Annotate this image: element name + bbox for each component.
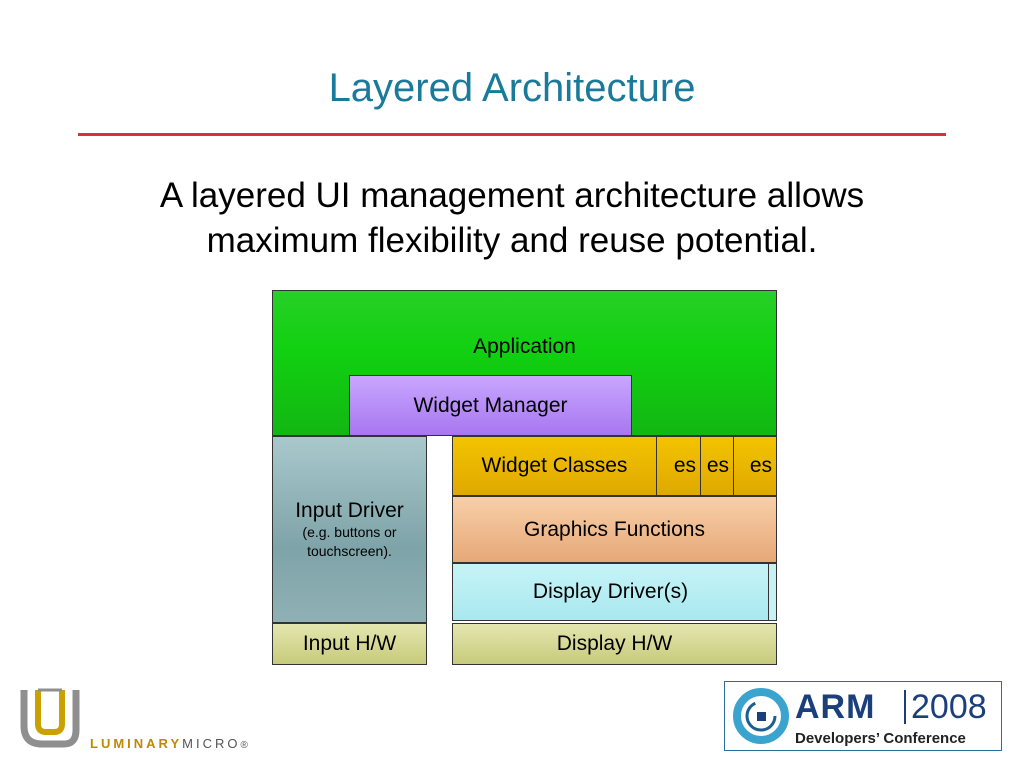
arm-conference-logo: ARM 2008 Developers’ Conference xyxy=(724,681,1002,751)
graphics-functions-layer: Graphics Functions xyxy=(452,496,777,563)
display-driver-label: Display Driver(s) xyxy=(532,580,689,603)
arm-wordmark: ARM xyxy=(795,688,876,726)
luminary-registered-mark: ® xyxy=(240,740,248,751)
display-hw-label: Display H/W xyxy=(556,632,673,655)
arm-ring-icon xyxy=(733,688,789,744)
arm-year: 2008 xyxy=(911,688,987,726)
luminary-logo-icon xyxy=(20,688,80,748)
widget-manager-layer: Widget Manager xyxy=(349,375,632,436)
widget-classes-stack: es es es Widget Classes xyxy=(452,436,777,496)
widget-classes-back-3-label: es xyxy=(749,454,772,477)
widget-classes-front: Widget Classes xyxy=(452,436,657,496)
arm-conference-name: Developers’ Conference xyxy=(795,730,966,747)
input-driver-note-line-2: touchscreen). xyxy=(307,542,392,559)
slide-subtitle: A layered UI management architecture all… xyxy=(60,173,964,263)
title-divider xyxy=(78,133,946,136)
arm-divider xyxy=(904,690,906,724)
luminary-wordmark-light: MICRO xyxy=(182,736,241,751)
display-hw-layer: Display H/W xyxy=(452,623,777,665)
graphics-functions-label: Graphics Functions xyxy=(524,517,705,541)
display-driver-back xyxy=(768,563,777,621)
widget-classes-back-2-label: es xyxy=(706,454,729,477)
widget-classes-label: Widget Classes xyxy=(481,454,628,477)
slide-title: Layered Architecture xyxy=(328,66,696,110)
input-driver-layer: Input Driver (e.g. buttons or touchscree… xyxy=(272,436,427,623)
luminary-wordmark-bold: LUMINARY xyxy=(90,736,183,751)
display-driver-layer: Display Driver(s) xyxy=(452,563,769,621)
widget-classes-back-1-label: es xyxy=(673,454,696,477)
input-driver-note-line-1: (e.g. buttons or xyxy=(302,523,397,540)
subtitle-line-2: maximum flexibility and reuse potential. xyxy=(206,221,818,260)
luminary-wordmark: LUMINARYMICRO® xyxy=(90,736,248,751)
widget-manager-label: Widget Manager xyxy=(413,393,568,417)
input-driver-label: Input Driver xyxy=(295,498,404,522)
input-hw-layer: Input H/W xyxy=(272,623,427,665)
subtitle-line-1: A layered UI management architecture all… xyxy=(159,176,865,215)
input-hw-label: Input H/W xyxy=(302,632,397,655)
application-label: Application xyxy=(473,335,576,358)
